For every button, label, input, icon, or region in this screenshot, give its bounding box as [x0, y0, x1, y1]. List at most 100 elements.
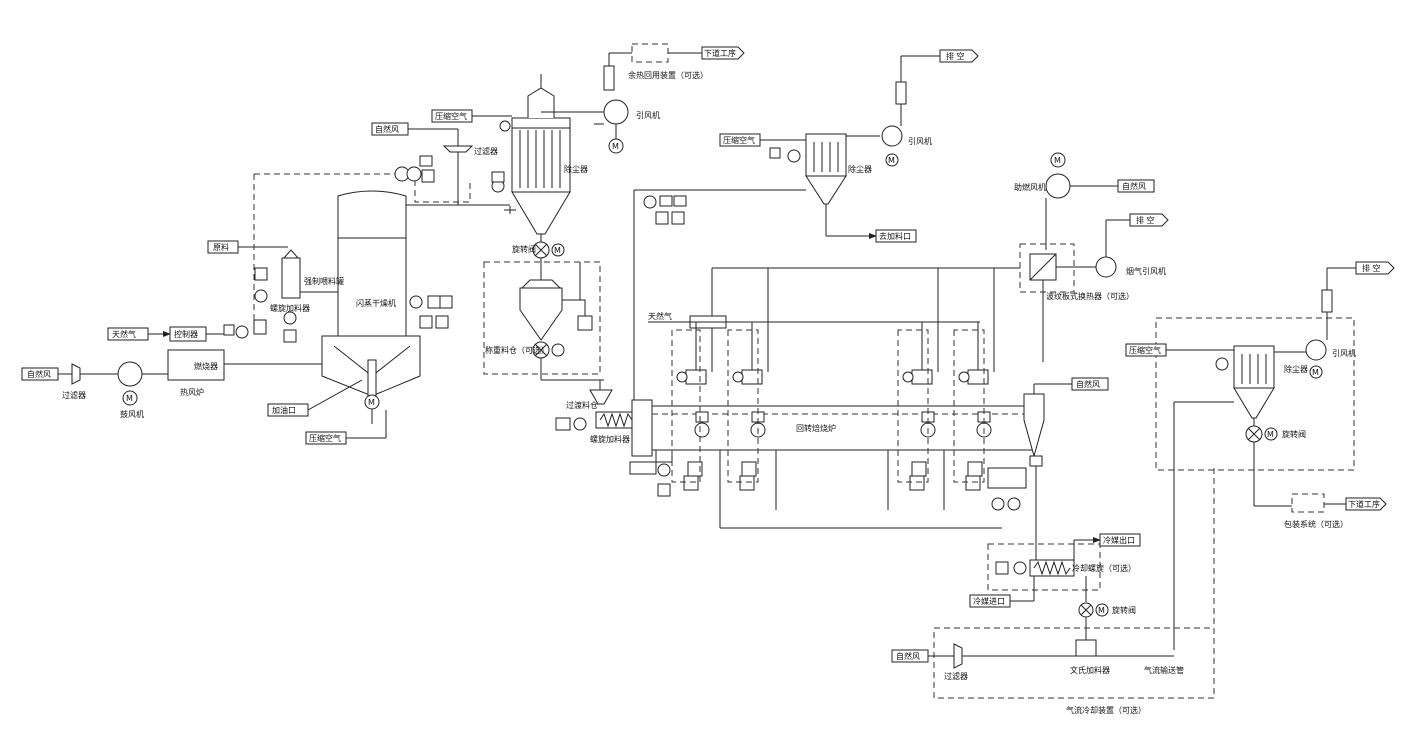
svg-text:M: M: [888, 156, 895, 165]
flue-fan-icon: [1095, 256, 1117, 278]
cooling-screw-frame: [987, 543, 1101, 591]
induced-fan-icon-3: [1305, 339, 1327, 361]
packaging-box: [1291, 493, 1325, 513]
induced-fan-icon-1: [603, 99, 629, 125]
screw-feeder-label-1: 螺旋加料器: [270, 303, 310, 313]
svg-text:M: M: [1267, 430, 1274, 439]
furnace-box: [167, 349, 225, 381]
combustion-fan-icon: [1045, 173, 1071, 199]
raw-material-feed: 原料 强制喂料罐 螺旋加料器: [207, 174, 344, 343]
collector-body-1: [511, 117, 571, 193]
natural-air-tag-4: [1071, 377, 1109, 391]
filter-icon-1: [71, 363, 81, 385]
furnace-label: 热风炉: [180, 387, 204, 397]
weigh-bin: 称重料仓（可选）: [483, 258, 604, 381]
air-inlet-line: 自然风 过滤器 M 鼓风机: [21, 361, 168, 419]
exhaust-tag-2: [1129, 213, 1169, 227]
heat-exchanger: M 助燃风机 自然风 波纹板式换热器（可选） 烟气引风机 排 空: [1014, 152, 1169, 362]
return-feed-tag: [875, 229, 917, 243]
air-cooling: 自然风 过滤器 文氏加料器 气流输送管 气流冷却装置（可选）: [891, 468, 1215, 715]
filter-icon-3: [953, 643, 963, 669]
exhaust-tag-1: [939, 49, 979, 63]
next-process-label-1: 下道工序: [704, 48, 736, 58]
svg-text:M: M: [1098, 606, 1105, 615]
motor-icon-1: [122, 390, 138, 406]
waste-heat-fan: M 引风机 余热回用装置（可选） 下道工序: [594, 43, 745, 154]
natural-air-label-4: 自然风: [1076, 379, 1100, 389]
compressed-air-label-3: 压缩空气: [723, 135, 755, 145]
induced-fan-label-2: 引风机: [908, 136, 932, 146]
waste-heat-label: 余热回用装置（可选）: [628, 70, 708, 80]
cooling-out-tag: [1099, 533, 1141, 547]
filter-label-1: 过滤器: [62, 390, 86, 400]
hx-label: 波纹板式换热器（可选）: [1046, 291, 1134, 301]
feed-tank: [281, 257, 301, 299]
next-process-tag-1: [701, 46, 745, 60]
hx-frame: [1019, 243, 1075, 293]
dust-collector-3: 压缩空气 除尘器 M 旋转阀 包装系统（可选） 下道工序 M 引风机 排 空: [1125, 261, 1395, 650]
natural-air-label-3: 自然风: [1122, 181, 1146, 191]
waste-heat-box: [631, 43, 669, 63]
natural-air-label-1: 自然风: [27, 369, 51, 379]
return-feed-label: 去加料口: [879, 231, 911, 241]
rotary-valve-label-3: 旋转阀: [1112, 605, 1136, 615]
induced-fan-label-3: 引风机: [1332, 348, 1356, 358]
packaging-label: 包装系统（可选）: [1284, 519, 1348, 529]
burner-label: 燃烧器: [194, 361, 218, 371]
raw-material-label: 原料: [213, 242, 229, 252]
dust-collector-label-1: 除尘器: [564, 164, 588, 174]
cooling-screw-label: 冷却螺旋（可选）: [1072, 563, 1136, 573]
induced-fan-icon-2: [881, 125, 903, 147]
top-filter: 自然风 过滤器: [371, 122, 510, 206]
dryer-body: [337, 190, 407, 337]
natural-gas-label-1: 天然气: [112, 329, 136, 339]
dust-collector-label-2: 除尘器: [848, 164, 872, 174]
collector-body-2: [805, 133, 847, 177]
dust-collector-2: 压缩空气 除尘器 去加料口 M 引风机 排 空: [719, 49, 979, 243]
filter-icon-2: [442, 145, 474, 153]
collector-3-frame: [1155, 317, 1355, 471]
svg-text:M: M: [612, 142, 619, 151]
cooling-screw: 冷却螺旋（可选） 冷媒出口 冷媒进口 M 旋转阀: [969, 533, 1141, 640]
blower-label: 鼓风机: [120, 409, 144, 419]
kiln-inlet: 过渡料仓 螺旋加料器: [555, 189, 806, 497]
svg-text:M: M: [1054, 156, 1061, 165]
venturi-icon: [1075, 639, 1097, 657]
rotary-kiln-label: 回转焙烧炉: [796, 423, 836, 433]
compressed-air-label-1: 压缩空气: [309, 433, 341, 443]
induced-fan-label-1: 引风机: [636, 110, 660, 120]
svg-text:M: M: [126, 394, 133, 403]
pneumatic-pipe-label: 气流输送管: [1144, 665, 1184, 675]
weigh-bin-frame: [483, 261, 601, 375]
controller-label: 控制器: [174, 329, 198, 339]
natural-air-tag-3: [1117, 179, 1155, 193]
filter-label-3: 过滤器: [944, 671, 968, 681]
cooling-out-label: 冷媒出口: [1103, 535, 1135, 545]
next-process-tag-2: [1345, 497, 1387, 511]
svg-text:M: M: [554, 246, 561, 255]
flue-fan-label: 烟气引风机: [1126, 266, 1166, 276]
screw-feeder-label-2: 螺旋加料器: [590, 434, 630, 444]
hot-air-furnace: 天然气 控制器 燃烧器 热风炉: [107, 319, 330, 397]
kiln-shell: [651, 405, 1033, 451]
feed-tank-label: 强制喂料罐: [304, 276, 344, 286]
svg-text:M: M: [368, 398, 375, 407]
rotary-valve-label-2: 旋转阀: [1282, 429, 1306, 439]
rotary-kiln: 回转焙烧炉 自然风 天然气: [631, 267, 1109, 560]
air-cooling-frame: [933, 627, 1215, 699]
venturi-label: 文氏加料器: [1070, 665, 1110, 675]
next-process-label-2: 下道工序: [1348, 499, 1380, 509]
blower-icon: [117, 361, 143, 387]
dust-collector-label-3: 除尘器: [1284, 364, 1308, 374]
natural-gas-label-2: 天然气: [648, 311, 672, 321]
cooling-in-label: 冷媒进口: [973, 596, 1005, 606]
filter-bin-label: 过渡料仓: [566, 400, 598, 410]
dryer-label: 闪蒸干燥机: [356, 298, 396, 308]
filter-label-2: 过滤器: [474, 146, 498, 156]
exhaust-label-1: 排 空: [946, 51, 965, 61]
feed-port-label: 加油口: [272, 405, 296, 415]
exhaust-label-3: 排 空: [1362, 263, 1381, 273]
weigh-bin-label: 称重料仓（可选）: [485, 345, 549, 355]
combustion-fan-label: 助燃风机: [1014, 182, 1046, 192]
